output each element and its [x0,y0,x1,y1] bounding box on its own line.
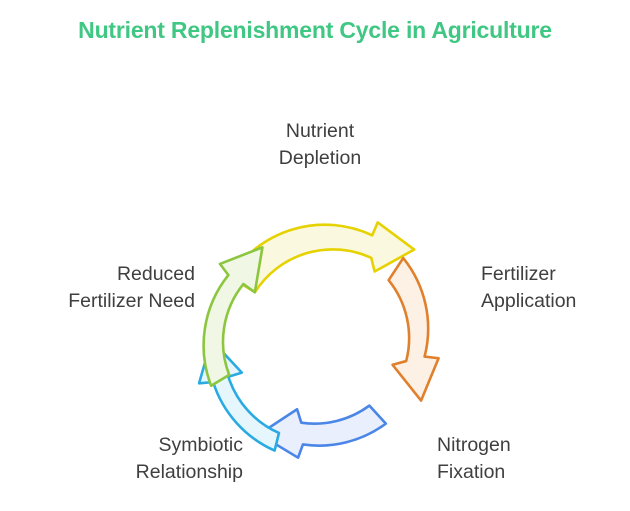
cycle-label-symbiotic-relationship: Symbiotic Relationship [135,434,243,483]
page-title: Nutrient Replenishment Cycle in Agricult… [78,17,552,43]
blue-arrow [257,404,388,459]
cycle-label-nutrient-depletion: Nutrient Depletion [278,120,362,169]
cycle-label-nitrogen-fixation: Nitrogen Fixation [437,434,511,483]
yellow-arrow [228,221,416,294]
green-arrow [202,246,264,387]
cycle-label-fertilizer-application: Fertilizer Application [481,263,577,312]
cycle-label-reduced-fertilizer-need: Reduced Fertilizer Need [68,263,195,312]
orange-arrow [387,256,440,402]
